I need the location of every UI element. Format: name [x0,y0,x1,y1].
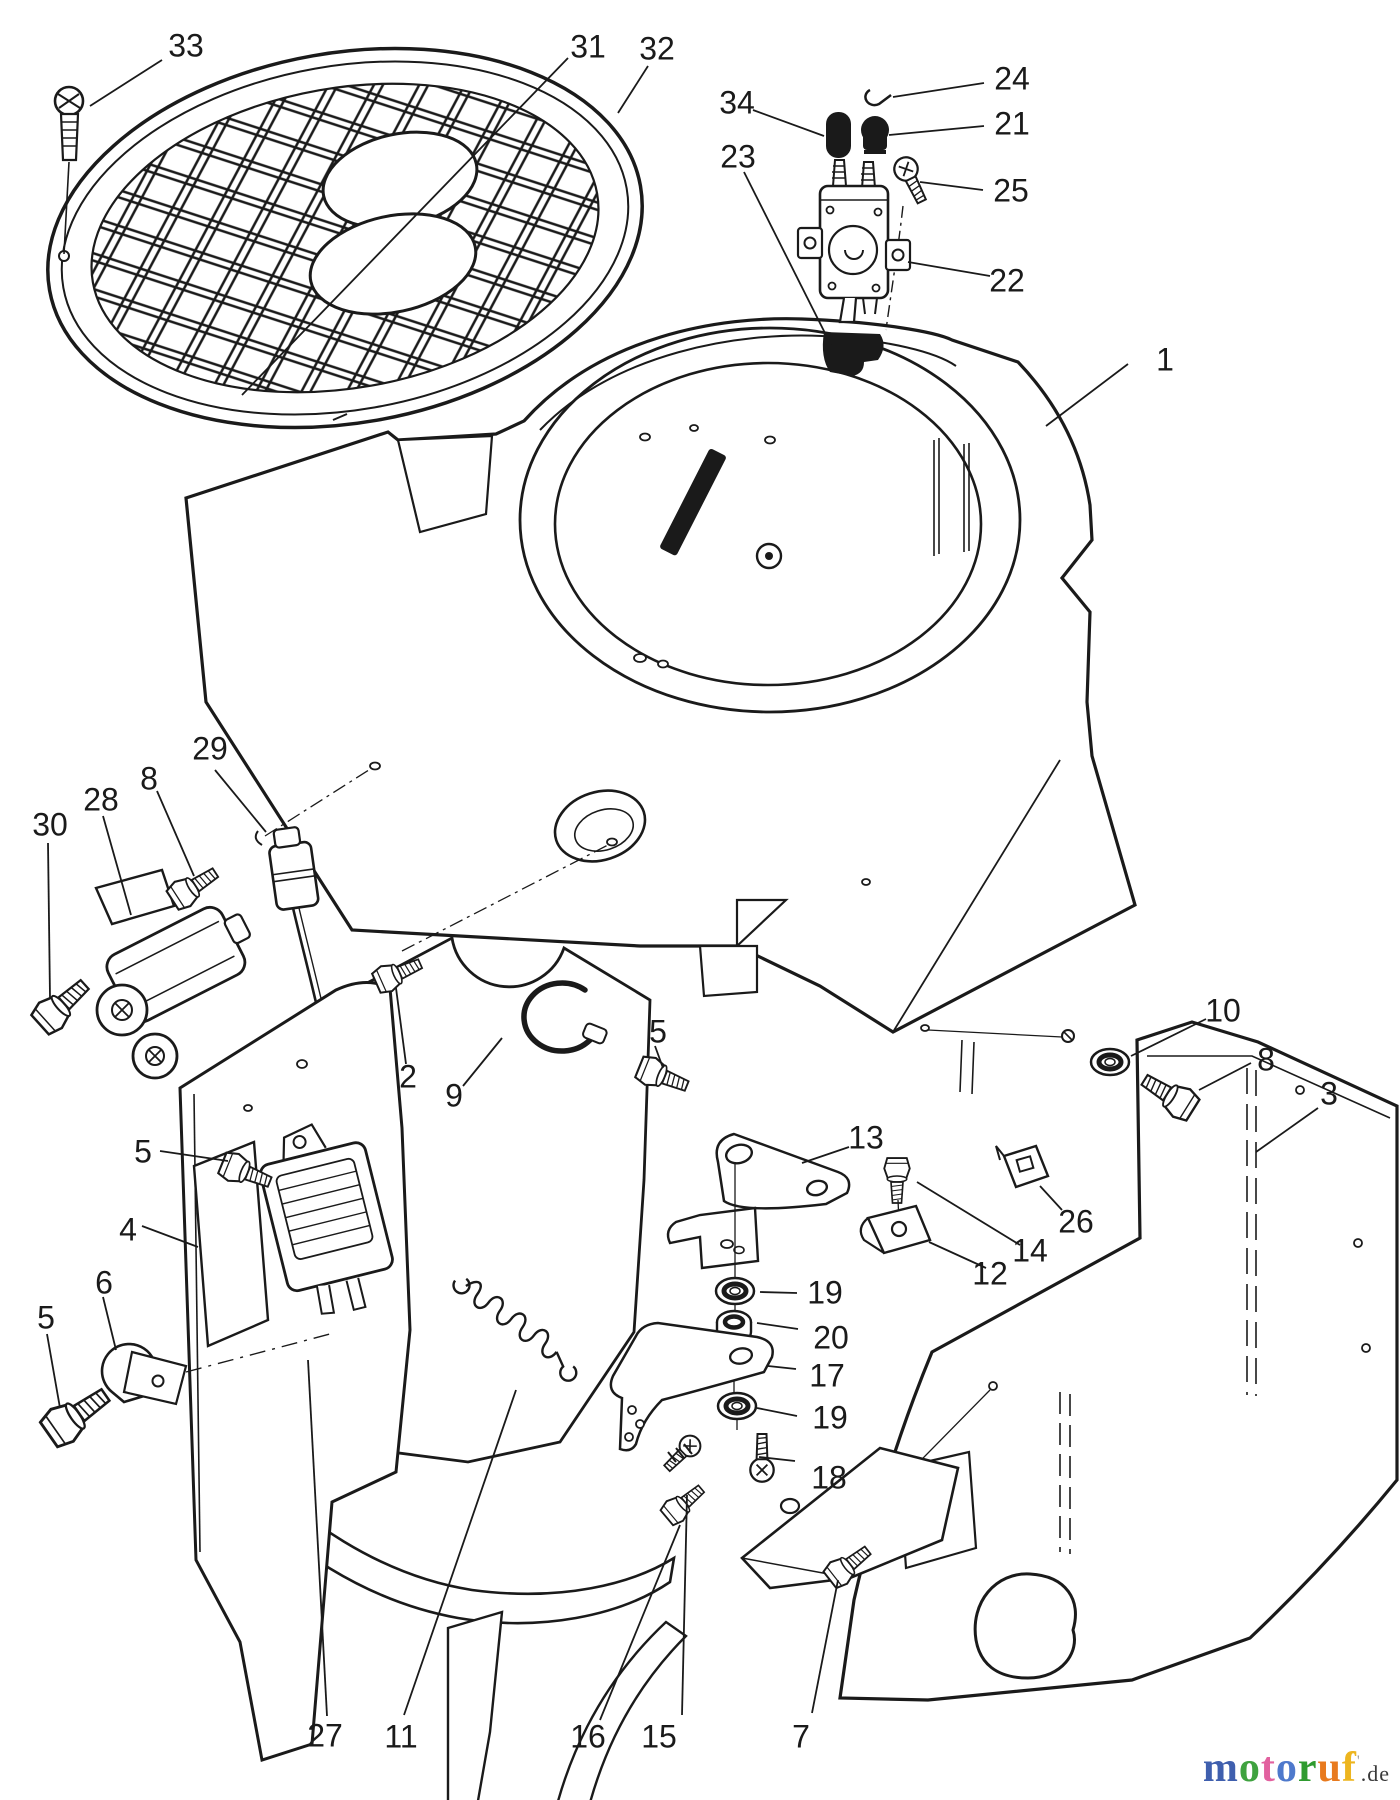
crankshaft-stub [660,448,726,556]
side-panel-4 [178,981,412,1762]
housing-opening-inner [553,361,983,687]
brand-tld: .de [1360,1761,1390,1786]
housing-tab [698,944,759,998]
bolt-30 [27,970,98,1039]
clip-26 [995,1144,1050,1189]
washer-10 [1091,1049,1129,1075]
housing-opening-outer [518,326,1022,714]
bolt-14 [883,1157,911,1204]
bracket-lower [666,1206,760,1270]
fuel-pump-22 [796,159,912,324]
cap-34 [826,112,851,158]
ignition-coil-28 [94,868,251,1080]
bracket-bottom-center [740,1446,960,1590]
cable-clamp-6 [100,1342,188,1406]
housing-flap [396,434,494,534]
washer-19-lower [718,1393,756,1419]
spring-11 [452,1277,578,1382]
clip-24 [864,88,892,107]
brand-letters: motoruf [1202,1745,1357,1791]
bolt-16 [657,1478,711,1529]
lever-17 [609,1321,774,1452]
screw-15 [658,1430,706,1477]
bracket-13 [715,1132,851,1210]
screw-25 [889,152,934,208]
washer-19-upper [716,1278,754,1304]
screen-lower-opening [308,212,478,316]
watermark-logo: motoruf'.de [1203,1744,1390,1792]
cap-21 [861,116,889,154]
blower-housing [184,317,1137,1095]
leader-lines [46,57,1319,1721]
screw-33 [53,85,85,255]
bolt-5-lower-left [36,1377,119,1453]
fuel-pump-group [796,88,934,376]
side-panel-3 [838,1020,1399,1702]
debris-screen [46,45,644,431]
panel-window [192,1140,270,1348]
retainer-clip-9 [521,980,608,1054]
boot-23 [822,332,884,376]
kidney-hole [973,1572,1077,1680]
regulator-27 [259,1123,394,1315]
brand-mark: ' [1356,1753,1361,1770]
clip-12 [859,1204,932,1255]
